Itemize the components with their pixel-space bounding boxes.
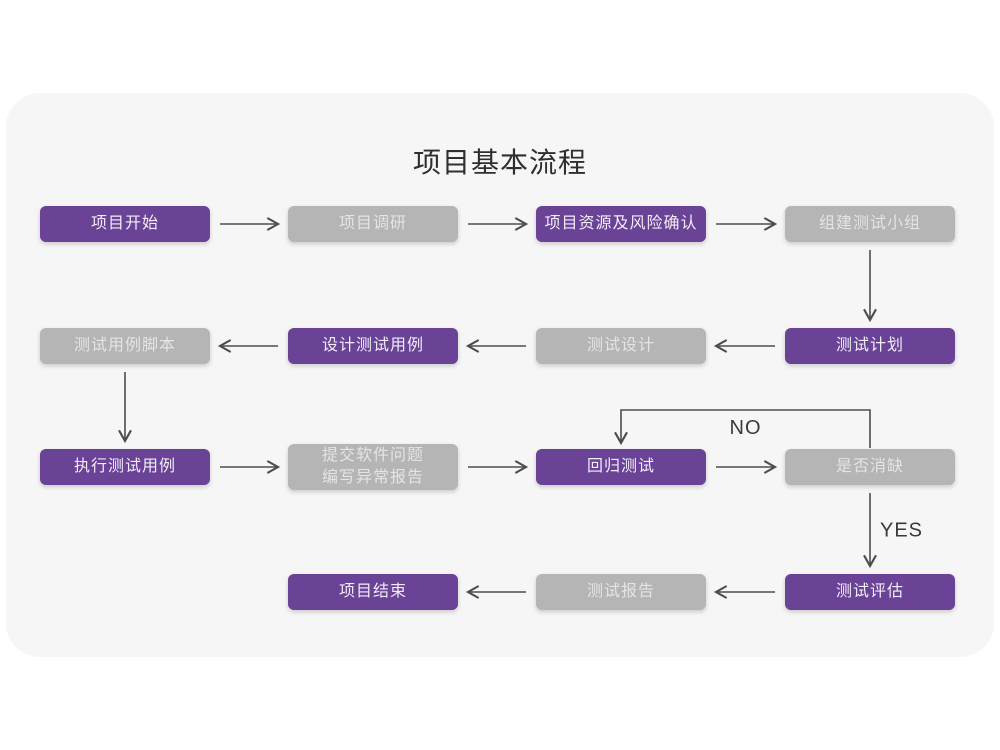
node-project-end: 项目结束: [288, 574, 458, 610]
node-project-research: 项目调研: [288, 206, 458, 242]
node-submit-report: 提交软件问题 编写异常报告: [288, 444, 458, 490]
node-execute-case: 执行测试用例: [40, 449, 210, 485]
node-regression-test: 回归测试: [536, 449, 706, 485]
node-build-test-team: 组建测试小组: [785, 206, 955, 242]
node-resource-risk: 项目资源及风险确认: [536, 206, 706, 242]
node-test-evaluate: 测试评估: [785, 574, 955, 610]
flowchart-card: [6, 93, 994, 657]
node-test-design: 测试设计: [536, 328, 706, 364]
node-test-plan: 测试计划: [785, 328, 955, 364]
diagram-title: 项目基本流程: [412, 147, 587, 178]
node-test-report: 测试报告: [536, 574, 706, 610]
node-project-start: 项目开始: [40, 206, 210, 242]
node-defect-cleared: 是否消缺: [785, 449, 955, 485]
node-design-case: 设计测试用例: [288, 328, 458, 364]
node-case-script: 测试用例脚本: [40, 328, 210, 364]
